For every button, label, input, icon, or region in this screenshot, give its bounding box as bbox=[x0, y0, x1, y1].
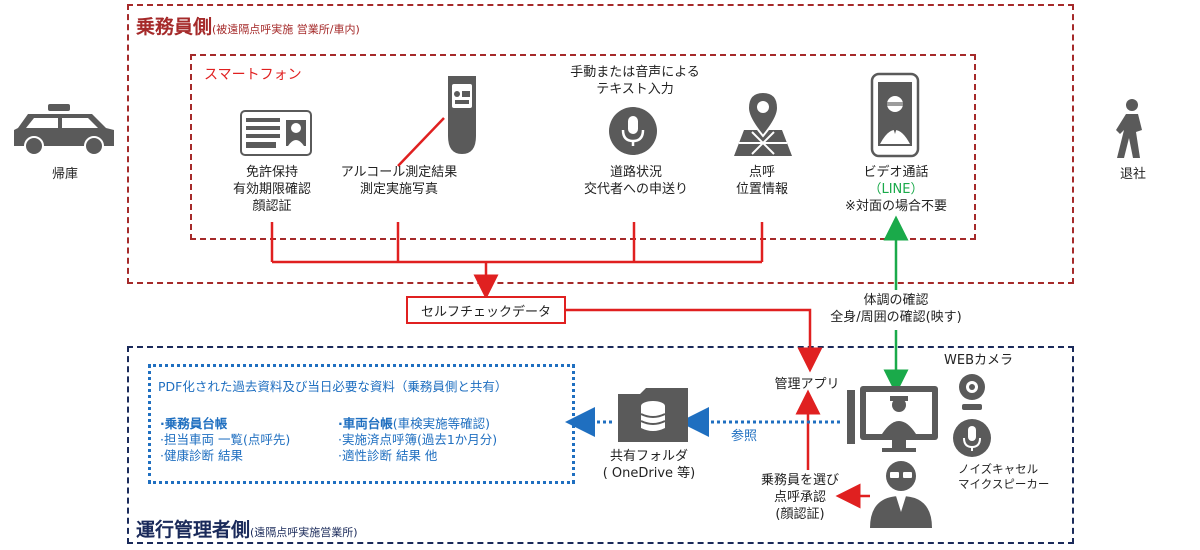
shared-folder-icon bbox=[618, 388, 688, 442]
documents-left-list: ·乗務員台帳 ·担当車両 一覧(点呼先) ·健康診断 結果 bbox=[160, 416, 290, 464]
doc-item: ·適性診断 結果 他 bbox=[338, 448, 438, 463]
microphone-icon bbox=[609, 107, 657, 155]
doc-item: ·健康診断 結果 bbox=[160, 448, 243, 463]
speaker-mic-icon bbox=[953, 419, 991, 457]
speaker-label: ノイズキャセル マイクスピーカー bbox=[958, 462, 1050, 491]
doc-item: ·車両台帳(車検実施等確認) bbox=[338, 416, 491, 431]
manager-side-frame bbox=[127, 346, 1074, 544]
crew-side-frame bbox=[127, 4, 1074, 284]
shared-folder-text: 共有フォルダ ( OneDrive 等) bbox=[602, 449, 696, 481]
operator-avatar-icon bbox=[870, 461, 932, 528]
smartphone-label: スマートフォン bbox=[204, 67, 302, 83]
manager-side-title: 運行管理者側(遠隔点呼実施営業所) bbox=[136, 519, 358, 541]
webcam-label: WEBカメラ bbox=[944, 353, 1013, 368]
smartphone-frame bbox=[190, 54, 976, 240]
alcohol-tester-icon bbox=[448, 76, 476, 154]
license-text: 免許保持 有効期限確認 顔認証 bbox=[232, 165, 311, 214]
documents-right-list: ·車両台帳(車検実施等確認) ·実施済点呼簿(過去1か月分) ·適性診断 結果 … bbox=[338, 416, 497, 464]
leave-label: 退社 bbox=[1119, 167, 1146, 182]
self-check-collector-lines bbox=[270, 117, 870, 509]
alcohol-text: アルコール測定結果 測定実施写真 bbox=[340, 165, 458, 197]
health-check-text: 体調の確認 全身/周囲の確認(映す) bbox=[830, 293, 962, 325]
documents-heading: PDF化された過去資料及び当日必要な資料（乗務員側と共有） bbox=[158, 379, 508, 394]
manager-app-label: 管理アプリ bbox=[774, 377, 840, 392]
doc-item: ·実施済点呼簿(過去1か月分) bbox=[338, 432, 498, 447]
return-label: 帰庫 bbox=[51, 167, 78, 182]
crew-side-title: 乗務員側(被遠隔点呼実施 営業所/車内) bbox=[136, 16, 360, 38]
video-call-phone-icon bbox=[870, 72, 920, 158]
voice-input-text: 手動または音声による テキスト入力 bbox=[570, 65, 700, 97]
taxi-icon bbox=[14, 104, 114, 156]
walking-person-icon bbox=[1116, 99, 1142, 158]
approve-text: 乗務員を選び 点呼承認 (顔認証) bbox=[760, 473, 839, 522]
doc-item: ·乗務員台帳 bbox=[160, 416, 228, 431]
doc-item: ·担当車両 一覧(点呼先) bbox=[160, 432, 291, 447]
video-call-text: ビデオ通話 （LINE） ※対面の場合不要 bbox=[845, 165, 947, 214]
self-check-data-box: セルフチェックデータ bbox=[406, 296, 566, 324]
pc-monitor-icon bbox=[847, 386, 938, 452]
location-map-icon bbox=[734, 90, 792, 156]
road-text: 道路状況 交代者への申送り bbox=[583, 165, 688, 197]
reference-label: 参照 bbox=[730, 429, 757, 444]
license-card-icon bbox=[240, 110, 312, 156]
location-text: 点呼 位置情報 bbox=[735, 165, 788, 197]
webcam-icon bbox=[959, 374, 985, 410]
